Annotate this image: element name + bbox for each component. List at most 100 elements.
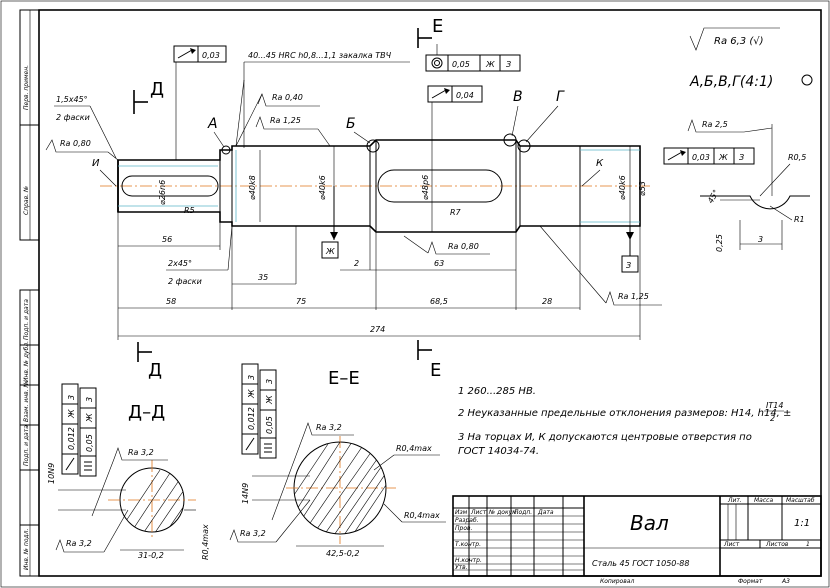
detail-depth: 0,25 — [715, 234, 724, 252]
frame-label-sign-date-1: Подп. и дата — [23, 299, 30, 340]
roughness-ra080-left: Ra 0,80 — [60, 139, 91, 148]
part-material: Сталь 45 ГОСТ 1050-88 — [592, 559, 689, 568]
dim-d2: ⌀40k8 — [248, 175, 257, 200]
svg-text:Ra 6,3 (√): Ra 6,3 (√) — [714, 36, 764, 47]
svg-text:0,012: 0,012 — [67, 427, 76, 450]
svg-text:Т.контр.: Т.контр. — [455, 541, 481, 548]
general-roughness: Ra 6,3 (√) — [689, 27, 780, 51]
svg-text:Лист: Лист — [723, 541, 740, 548]
keyway-middle — [377, 169, 503, 203]
dim-274: 274 — [370, 325, 385, 334]
left-strip: Перв. примен. Справ. № Подп. и дата Инв.… — [19, 9, 40, 577]
dim-28: 28 — [542, 297, 552, 306]
svg-text:Дата: Дата — [537, 509, 554, 516]
tol-runout2: 0,04 — [456, 91, 474, 100]
dim-685: 68,5 — [430, 297, 448, 306]
shaft-view: ⌀26n6 ⌀40k8 ⌀40k6 ⌀48p6 ⌀40k6 ⌀53 R5 R7 … — [45, 16, 662, 381]
tol-runout3: 0,03 — [692, 153, 710, 162]
svg-text:Ra 3,2: Ra 3,2 — [316, 423, 342, 432]
svg-text:Подп.: Подп. — [514, 509, 532, 516]
face-I: И — [92, 158, 100, 169]
section-E-title: Е–Е — [328, 368, 360, 389]
svg-text:Изм: Изм — [455, 509, 468, 516]
svg-text:Ж: Ж — [247, 389, 256, 399]
roughness-ra125-top: Ra 1,25 — [270, 116, 301, 125]
note-3: 3 На торцах И, К допускаются центровые о… — [458, 432, 752, 443]
tol-runout3-base2: З — [739, 153, 744, 162]
dim-d4: ⌀48p6 — [421, 175, 430, 200]
roughness-ra080-bottom: Ra 0,80 — [448, 242, 479, 251]
svg-text:Масштаб: Масштаб — [786, 497, 815, 504]
frame-label-ref: Справ. № — [23, 186, 30, 215]
groove-G — [517, 139, 531, 153]
label-G: Г — [556, 89, 565, 105]
detail-width: 3 — [758, 235, 763, 244]
dim-d1: ⌀26n6 — [158, 180, 167, 205]
svg-text:Масса: Масса — [754, 497, 773, 504]
note-1: 1 260...285 HB. — [458, 386, 536, 397]
note-2-fraction-den: 2 — [770, 414, 775, 423]
svg-text:Д: Д — [150, 79, 164, 100]
svg-text:1: 1 — [806, 541, 810, 548]
section-E-bottom-dim: 42,5-0,2 — [326, 549, 359, 558]
roughness-ra125-right: Ra 1,25 — [618, 292, 649, 301]
frame-label-dup-inv: Инв. № дубл. — [23, 341, 30, 382]
detail-label: А,Б,В,Г(4:1) — [689, 74, 773, 90]
groove-A — [221, 145, 231, 155]
svg-text:3: 3 — [85, 397, 94, 402]
svg-text:Лист: Лист — [470, 509, 487, 516]
dim-75: 75 — [296, 297, 306, 306]
section-D-bottom-dim: 31-0,2 — [138, 551, 164, 560]
section-D-width: 10N9 — [47, 463, 56, 484]
tol-runout3-base1: Ж — [718, 153, 728, 162]
radius-r1: R1 — [794, 215, 805, 224]
groove-B — [366, 139, 380, 153]
svg-text:0,05: 0,05 — [85, 434, 94, 452]
radius-r05: R0,5 — [788, 153, 806, 162]
svg-text:3: 3 — [247, 375, 256, 380]
note-3b: ГОСТ 14034-74. — [458, 446, 539, 457]
svg-text:Разраб.: Разраб. — [455, 517, 479, 524]
datum-Zh: Ж — [325, 247, 335, 256]
tol-sym-base1: Ж — [485, 60, 495, 69]
detail-view: А,Б,В,Г(4:1) Ra 2,5 0,03 Ж З R0,5 R1 45°… — [663, 74, 813, 252]
keyway-left — [121, 175, 219, 197]
svg-text:Е: Е — [432, 16, 443, 37]
dim-d6: ⌀53 — [638, 181, 647, 196]
svg-text:Утв.: Утв. — [455, 564, 468, 571]
part-name: Вал — [630, 511, 669, 535]
tol-runout1: 0,03 — [202, 51, 220, 60]
tol-sym-icon — [431, 57, 443, 69]
svg-text:Е: Е — [430, 360, 441, 381]
copied-label: Копировал — [600, 578, 634, 585]
svg-text:Пров.: Пров. — [455, 525, 473, 532]
dimension-lines: 56 35 2 63 58 75 68,5 28 274 — [117, 212, 641, 340]
svg-text:Д: Д — [148, 360, 162, 381]
dim-58: 58 — [166, 297, 176, 306]
svg-text:0,05: 0,05 — [265, 416, 274, 434]
section-mark-D-top: Д — [133, 79, 164, 114]
datum-Z: З — [626, 261, 631, 270]
dim-d5: ⌀40k6 — [618, 175, 627, 200]
frame-label-orig-inv: Инв. № подл. — [23, 529, 30, 570]
frame-label-first-use: Перв. примен. — [23, 65, 30, 110]
section-mark-D-bottom: Д — [137, 342, 162, 381]
heat-treatment: 40...45 HRC h0,8...1,1 закалка ТВЧ — [248, 51, 392, 60]
chamfer-top: 1,5х45° — [56, 95, 88, 104]
label-A: А — [207, 116, 218, 132]
dim-2: 2 — [354, 259, 359, 268]
svg-text:Лит.: Лит. — [727, 497, 742, 504]
section-E-radius-right: R0,4max — [404, 511, 440, 520]
svg-text:№ докум.: № докум. — [488, 509, 519, 516]
frame-label-sign-date-2: Подп. и дата — [23, 425, 30, 466]
scale-value: 1:1 — [794, 518, 810, 529]
section-E-E: Е–Е 3 Ж 0,012 3 Ж 0,05 — [229, 363, 446, 558]
chamfer-top-note: 2 фаски — [56, 113, 90, 122]
section-mark-E-top: Е — [417, 16, 443, 48]
tol-sym: 0,05 — [452, 60, 470, 69]
section-D-radius: R0,4max — [201, 524, 210, 560]
section-E-width: 14N9 — [241, 483, 250, 504]
roughness-ra25: Ra 2,5 — [702, 120, 728, 129]
format-value: А3 — [781, 578, 790, 585]
